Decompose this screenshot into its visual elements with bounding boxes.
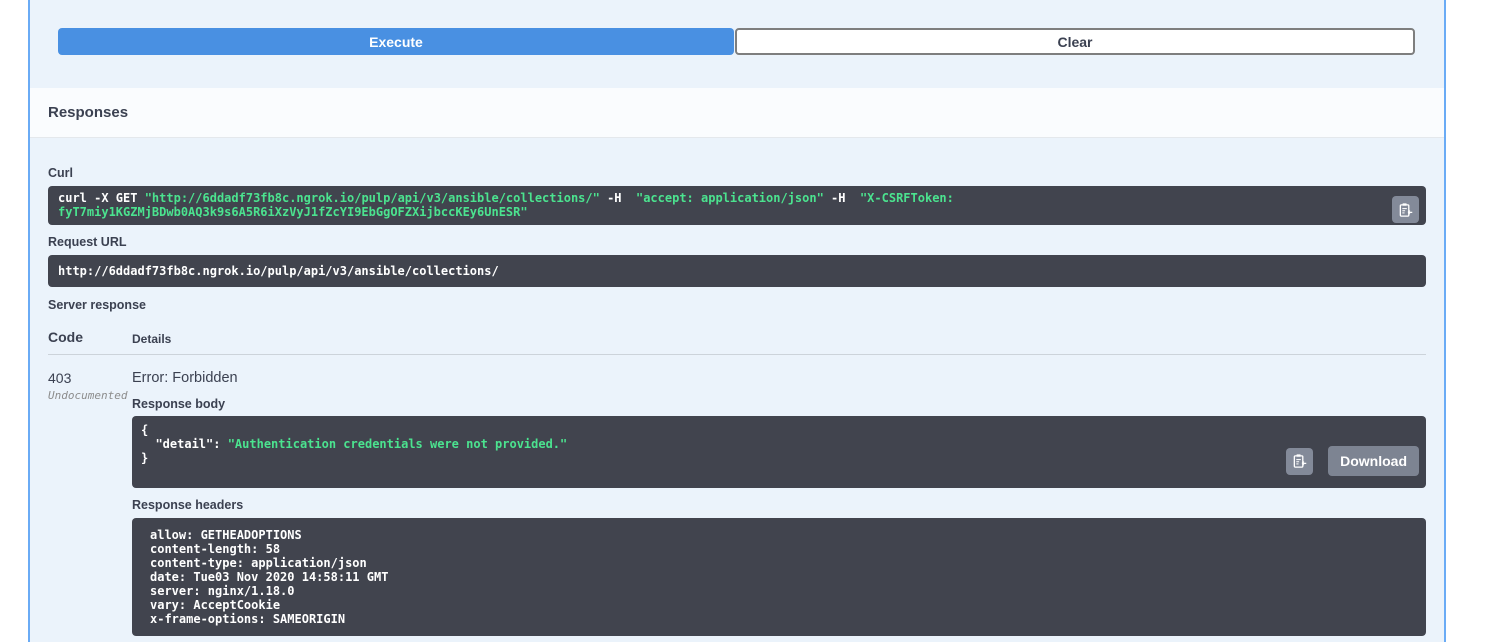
response-header-line: content-type: application/json — [150, 556, 367, 570]
curl-url-string: "http://6ddadf73fb8c.ngrok.io/pulp/api/v… — [144, 191, 600, 205]
response-header-line: allow: GETHEADOPTIONS — [150, 528, 302, 542]
request-url-text: http://6ddadf73fb8c.ngrok.io/pulp/api/v3… — [58, 264, 499, 278]
responses-inner: Curl curl -X GET "http://6ddadf73fb8c.ng… — [30, 138, 1444, 636]
json-string-value: "Authentication credentials were not pro… — [227, 437, 568, 451]
response-header-line: vary: AcceptCookie — [150, 598, 281, 612]
response-details-cell: Error: Forbidden Response body { "detail… — [132, 370, 1426, 636]
curl-token: curl -X GET — [58, 191, 145, 205]
curl-accept-header-string: "accept: application/json" — [635, 191, 824, 205]
details-column-header: Details — [132, 332, 172, 346]
download-button[interactable]: Download — [1328, 446, 1419, 476]
clear-button[interactable]: Clear — [735, 28, 1415, 55]
curl-token: -H — [823, 191, 860, 205]
curl-command-text: curl -X GET "http://6ddadf73fb8c.ngrok.i… — [58, 191, 1336, 219]
response-headers-label: Response headers — [132, 498, 244, 512]
response-header-line: x-frame-options: SAMEORIGIN — [150, 612, 346, 626]
response-header-line: content-length: 58 — [150, 542, 281, 556]
undocumented-note: Undocumented — [48, 389, 128, 402]
response-code-cell: 403 Undocumented — [48, 370, 132, 636]
opblock-get-body: Execute Clear Responses Curl curl -X GET… — [28, 0, 1446, 642]
curl-csrf-token-string: "X-CSRFToken: fyT7miy1KGZMjBDwb0AQ3k9s6A… — [58, 191, 954, 219]
response-body-label: Response body — [132, 397, 226, 411]
server-response-table: Code Details 403 Undocumented Error: For… — [48, 329, 1426, 636]
response-body-block: { "detail": "Authentication credentials … — [132, 416, 1426, 488]
response-table-head: Code Details — [48, 329, 1426, 346]
table-divider — [48, 354, 1426, 355]
clipboard-copy-icon — [1398, 202, 1413, 218]
response-status-code: 403 — [48, 370, 72, 386]
curl-token: -H — [599, 191, 636, 205]
execute-wrapper: Execute Clear — [30, 0, 1444, 88]
response-body-text: { "detail": "Authentication credentials … — [141, 423, 1196, 465]
clipboard-copy-icon — [1292, 453, 1307, 469]
request-url-block: http://6ddadf73fb8c.ngrok.io/pulp/api/v3… — [48, 255, 1426, 287]
response-header-line: server: nginx/1.18.0 — [150, 584, 295, 598]
json-punctuation: { "detail": — [141, 423, 221, 451]
code-column-header: Code — [48, 329, 83, 345]
server-response-label: Server response — [48, 298, 146, 312]
response-header-line: date: Tue03 Nov 2020 14:58:11 GMT — [150, 570, 389, 584]
copy-to-clipboard-button[interactable] — [1392, 196, 1419, 223]
response-table-row: 403 Undocumented Error: Forbidden Respon… — [48, 355, 1426, 636]
curl-label: Curl — [48, 166, 73, 180]
responses-title: Responses — [48, 104, 129, 121]
response-description: Error: Forbidden — [132, 370, 238, 386]
json-punctuation: } — [141, 451, 149, 465]
execute-button[interactable]: Execute — [58, 28, 734, 55]
curl-command-block: curl -X GET "http://6ddadf73fb8c.ngrok.i… — [48, 186, 1426, 225]
responses-section-header: Responses — [30, 88, 1444, 138]
request-url-label: Request URL — [48, 235, 127, 249]
response-body-actions: Download — [1286, 446, 1419, 476]
copy-to-clipboard-button[interactable] — [1286, 447, 1314, 475]
